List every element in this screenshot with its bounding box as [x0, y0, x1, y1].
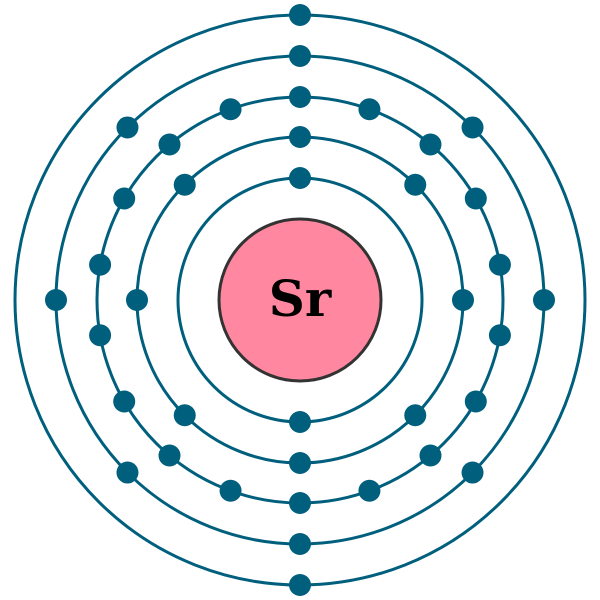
electron-shell-4-7 — [45, 289, 67, 311]
electron-shell-4-2 — [461, 116, 484, 139]
electron-shell-3-18 — [219, 98, 242, 121]
electron-shell-2-2 — [404, 173, 427, 196]
electron-shell-1-1 — [289, 167, 311, 189]
electron-shell-3-16 — [113, 187, 136, 210]
electron-shell-3-7 — [464, 390, 487, 413]
electron-shell-3-4 — [464, 187, 487, 210]
electron-shell-3-13 — [113, 390, 136, 413]
electron-shell-3-9 — [358, 479, 381, 502]
electron-shell-2-3 — [452, 289, 474, 311]
electron-shell-3-11 — [219, 479, 242, 502]
electron-shell-2-8 — [173, 173, 196, 196]
electron-shell-2-1 — [289, 126, 311, 148]
electron-shell-3-14 — [89, 324, 112, 347]
electron-shell-4-6 — [116, 461, 139, 484]
electron-shell-3-2 — [358, 98, 381, 121]
electron-shell-3-15 — [89, 253, 112, 276]
electron-shell-5-1 — [289, 4, 311, 26]
electron-shell-3-5 — [488, 253, 511, 276]
electron-shell-4-5 — [289, 533, 311, 555]
electrons — [45, 4, 555, 596]
electron-shell-4-3 — [533, 289, 555, 311]
electron-shell-3-12 — [158, 444, 181, 467]
electron-shell-2-4 — [404, 404, 427, 427]
electron-shell-2-7 — [126, 289, 148, 311]
electron-shell-2-5 — [289, 452, 311, 474]
element-symbol: Sr — [269, 269, 332, 328]
electron-shell-4-1 — [289, 45, 311, 67]
electron-shell-3-3 — [419, 133, 442, 156]
electron-shell-1-2 — [289, 411, 311, 433]
electron-shell-3-8 — [419, 444, 442, 467]
electron-shell-3-1 — [289, 86, 311, 108]
electron-shell-4-4 — [461, 461, 484, 484]
electron-shell-3-17 — [158, 133, 181, 156]
nucleus — [217, 217, 383, 383]
electron-shell-2-6 — [173, 404, 196, 427]
electron-shell-3-6 — [488, 324, 511, 347]
electron-shell-4-8 — [116, 116, 139, 139]
electron-shell-5-2 — [289, 574, 311, 596]
nucleus-group: Sr — [217, 217, 383, 383]
electron-shell-3-10 — [289, 492, 311, 514]
